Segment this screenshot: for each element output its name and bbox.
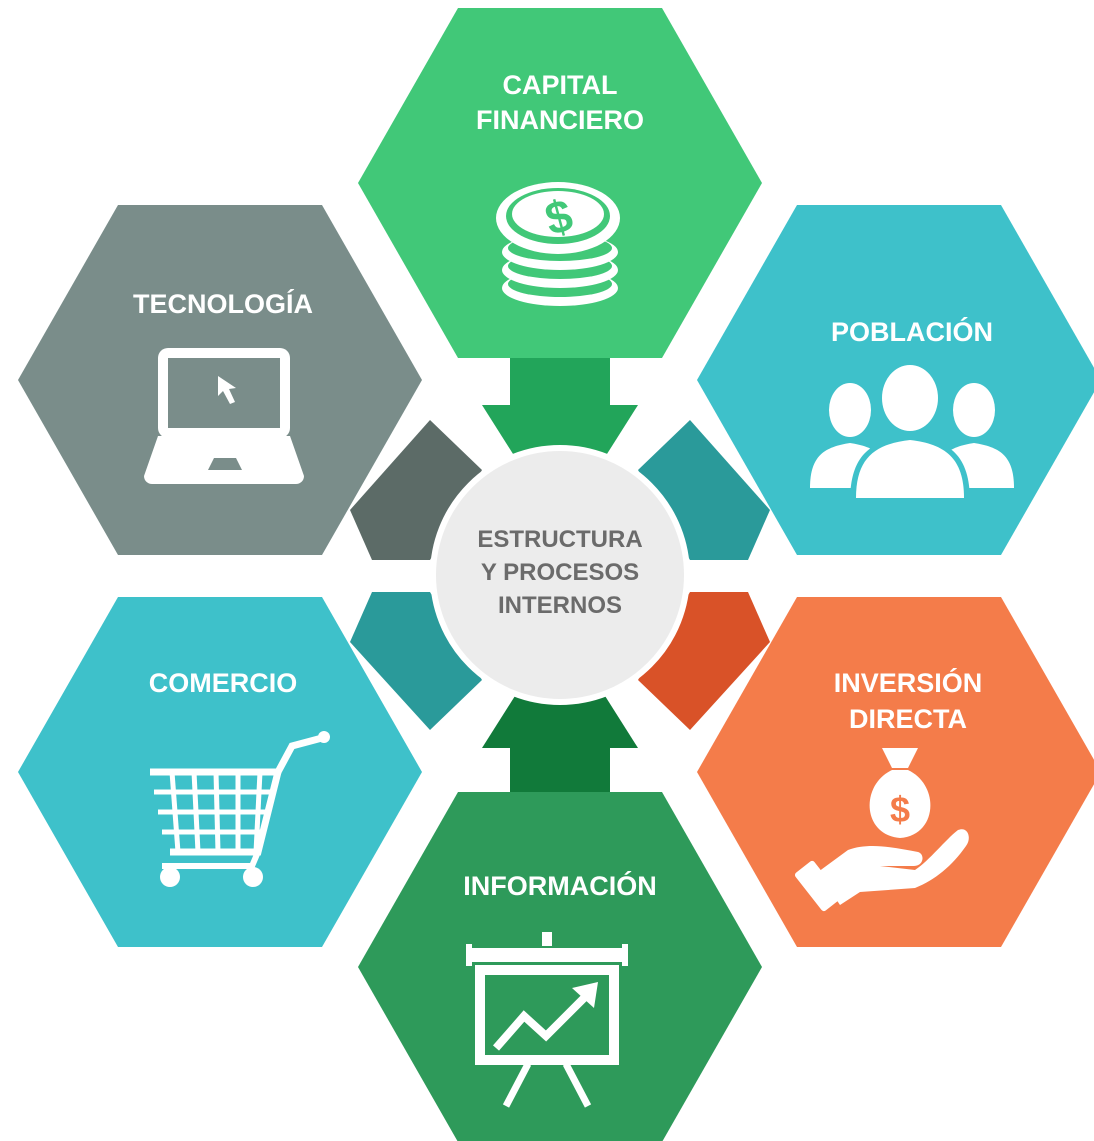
center-label-line-1: ESTRUCTURA	[477, 526, 642, 553]
comercio-title: COMERCIO	[149, 668, 298, 698]
hex-informacion: INFORMACIÓN	[358, 792, 762, 1141]
svg-text:$: $	[890, 789, 910, 830]
laptop-icon	[144, 348, 304, 484]
chart-board-icon	[466, 932, 628, 1108]
money-bag-hand-icon: $	[794, 748, 969, 912]
gear-tab-informacion	[482, 688, 638, 795]
informacion-title: INFORMACIÓN	[463, 870, 656, 901]
hex-poblacion: POBLACIÓN	[697, 205, 1094, 555]
shopping-cart-icon	[150, 731, 330, 887]
inversion-title-line-1: INVERSIÓN	[834, 667, 983, 698]
capital-title-line-2: FINANCIERO	[476, 105, 644, 135]
hex-inversion-directa: INVERSIÓN DIRECTA $	[697, 597, 1094, 947]
inversion-title-line-2: DIRECTA	[849, 704, 967, 734]
hex-comercio: COMERCIO	[18, 597, 422, 947]
capital-title-line-1: CAPITAL	[503, 70, 618, 100]
people-group-icon	[810, 360, 1014, 502]
center-gear: ESTRUCTURA Y PROCESOS INTERNOS	[350, 355, 770, 795]
hex-capital-financiero: CAPITAL FINANCIERO $	[358, 8, 762, 358]
center-circle	[430, 445, 690, 705]
center-label-line-3: INTERNOS	[498, 592, 622, 619]
poblacion-title: POBLACIÓN	[831, 316, 993, 347]
coin-stack-icon: $	[496, 182, 620, 306]
gear-tab-capital	[482, 355, 638, 465]
tecnologia-title: TECNOLOGÍA	[133, 288, 313, 319]
center-label-line-2: Y PROCESOS	[481, 559, 639, 586]
hex-tecnologia: TECNOLOGÍA	[18, 205, 422, 555]
